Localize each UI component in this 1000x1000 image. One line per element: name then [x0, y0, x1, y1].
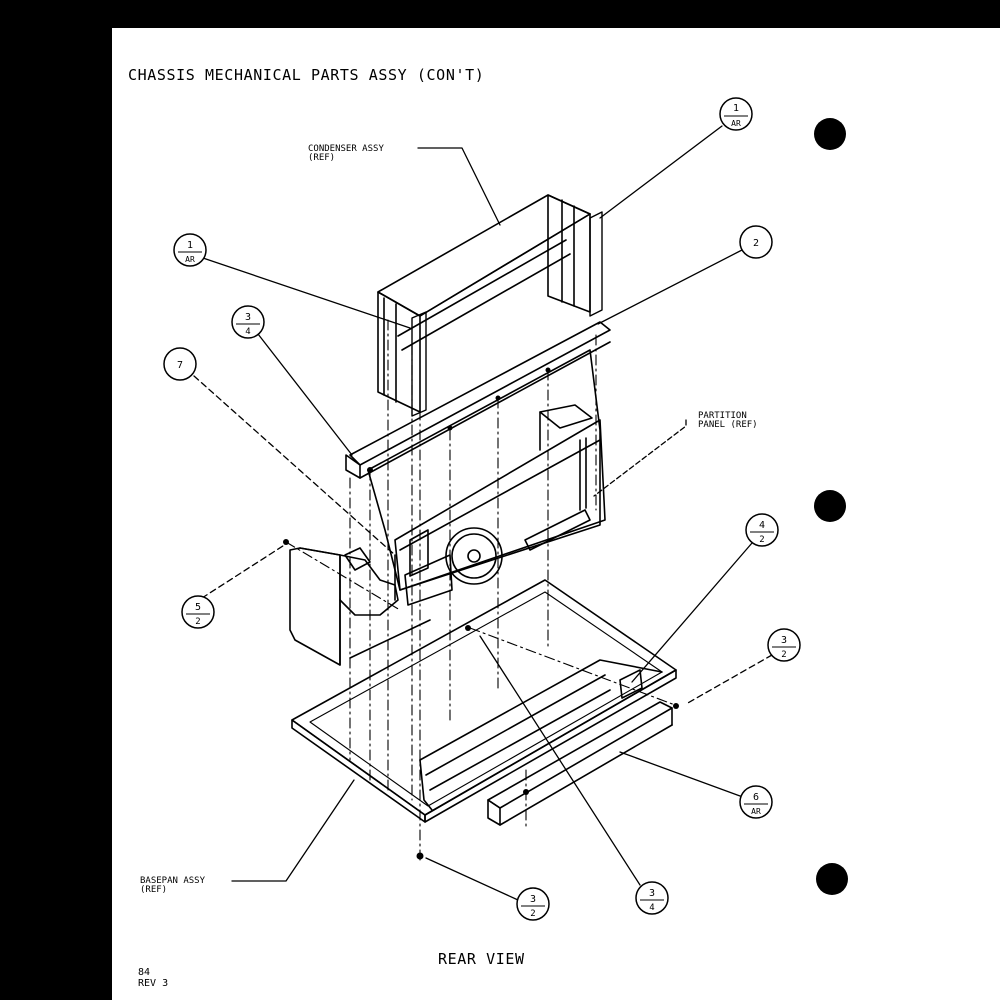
label-line: CONDENSER ASSY [308, 144, 384, 154]
basepan [291, 579, 677, 823]
revision-label: REV 3 [138, 978, 169, 989]
callout-3-4-bottom: 3 4 [635, 881, 669, 915]
punch-hole-middle [814, 490, 846, 522]
callout-7: 7 [163, 347, 197, 381]
callout-5-2: 5 2 [181, 595, 215, 629]
callout-number: 1 [733, 103, 739, 114]
callout-number: 4 [759, 520, 765, 531]
callout-quantity: 2 [759, 535, 764, 545]
callout-number: 3 [245, 312, 251, 323]
callout-number: 5 [195, 602, 201, 613]
drawing-sheet [112, 28, 1000, 1000]
callout-3-4-top: 3 4 [231, 305, 265, 339]
callout-number: 7 [177, 360, 183, 371]
callout-quantity: AR [185, 255, 195, 264]
partition-top-panel [345, 321, 611, 479]
callout-number: 3 [530, 894, 536, 905]
callout-6-ar: 6 AR [739, 785, 773, 819]
leader-lines [193, 125, 773, 901]
callout-quantity: 4 [245, 327, 250, 337]
callout-4-2: 4 2 [745, 513, 779, 547]
callout-number: 3 [781, 635, 787, 646]
callout-3-2-right: 3 2 [767, 628, 801, 662]
fasteners [283, 367, 679, 860]
callout-2: 2 [739, 225, 773, 259]
partition-panel [367, 349, 606, 606]
callout-1-ar-top: 1 AR [719, 97, 753, 131]
callout-quantity: 2 [781, 650, 786, 660]
diagram-title: CHASSIS MECHANICAL PARTS ASSY (CON'T) [128, 66, 485, 84]
view-label: REAR VIEW [438, 950, 525, 968]
callout-3-2-bottom: 3 2 [516, 887, 550, 921]
label-line: (REF) [308, 153, 336, 164]
page-number: 84 [138, 967, 151, 978]
callout-quantity: 2 [195, 617, 200, 627]
label-line: PANEL (REF) [698, 420, 758, 431]
callout-number: 6 [753, 792, 759, 803]
punch-hole-top [814, 118, 846, 150]
punch-hole-bottom [816, 863, 848, 895]
label-line: PARTITION [698, 411, 747, 421]
callout-number: 1 [187, 240, 193, 251]
callout-quantity: AR [751, 807, 761, 816]
callout-quantity: 4 [649, 903, 654, 913]
label-line: (REF) [140, 885, 168, 896]
assembly-lines [285, 319, 676, 861]
left-bracket [289, 547, 431, 666]
callout-quantity: AR [731, 119, 741, 128]
callout-1-ar-left: 1 AR [173, 233, 207, 267]
label-line: BASEPAN ASSY [140, 876, 206, 886]
rail-bar [487, 701, 673, 826]
condenser-assy-label: CONDENSER ASSY(REF) [308, 144, 384, 164]
callout-number: 2 [753, 238, 759, 249]
callout-number: 3 [649, 888, 655, 899]
basepan-assy-label: BASEPAN ASSY(REF) [140, 876, 206, 896]
callout-quantity: 2 [530, 909, 535, 919]
